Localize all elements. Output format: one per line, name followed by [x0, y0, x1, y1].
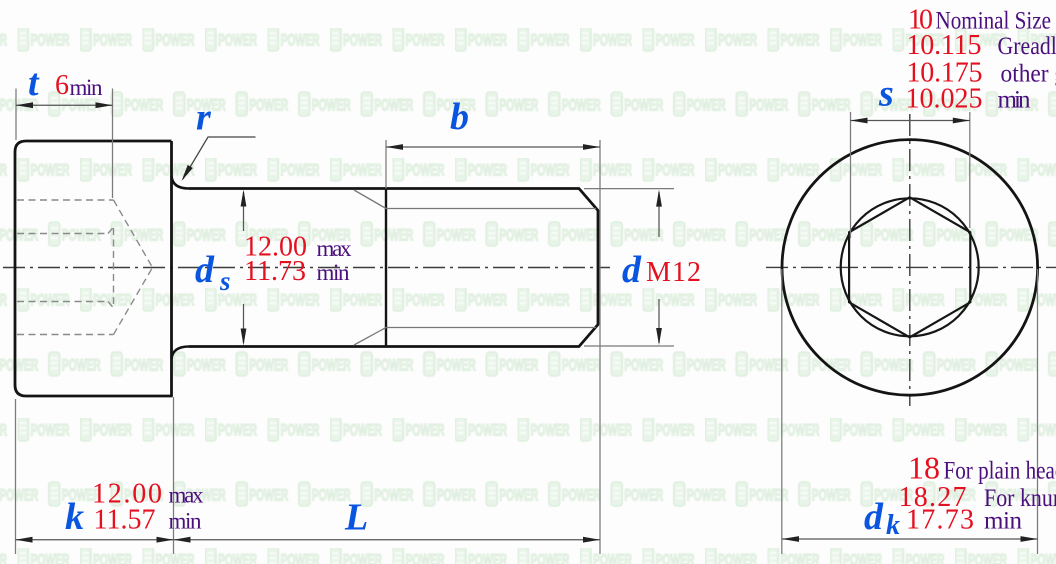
svg-text:k: k — [886, 510, 900, 541]
svg-text:10.115: 10.115 — [907, 30, 982, 61]
svg-text:18.27: 18.27 — [899, 482, 967, 513]
svg-text:12.00: 12.00 — [92, 479, 162, 510]
svg-text:b: b — [450, 96, 469, 138]
svg-text:min: min — [169, 509, 203, 534]
svg-text:r: r — [196, 97, 212, 139]
svg-text:10.025: 10.025 — [906, 84, 983, 115]
svg-text:min: min — [70, 75, 104, 100]
svg-text:s: s — [219, 266, 231, 296]
svg-text:min: min — [998, 87, 1032, 114]
svg-text:10.175: 10.175 — [907, 58, 983, 89]
svg-text:t: t — [28, 62, 40, 104]
svg-text:12.00: 12.00 — [244, 232, 307, 263]
svg-text:11.73: 11.73 — [244, 256, 306, 287]
svg-text:d: d — [864, 496, 884, 538]
svg-text:d: d — [622, 249, 642, 291]
svg-text:For knurled: For knurled — [984, 485, 1056, 512]
svg-text:Nominal Size: Nominal Size — [936, 8, 1052, 35]
svg-text:max: max — [169, 483, 205, 508]
svg-text:k: k — [65, 496, 84, 538]
svg-text:M12: M12 — [646, 257, 701, 288]
svg-text:d: d — [195, 249, 215, 291]
svg-text:min: min — [317, 260, 351, 285]
svg-text:L: L — [344, 497, 368, 539]
svg-text:min: min — [984, 508, 1023, 535]
svg-text:17.73: 17.73 — [906, 505, 974, 536]
svg-text:other grades: other grades — [1001, 61, 1056, 88]
svg-text:max: max — [317, 236, 353, 261]
svg-text:18: 18 — [908, 450, 940, 486]
svg-text:10: 10 — [908, 5, 933, 36]
svg-text:11.57: 11.57 — [94, 505, 156, 536]
svg-text:6: 6 — [55, 70, 69, 101]
svg-text:s: s — [878, 73, 894, 115]
svg-text:Greadless: Greadless — [998, 33, 1056, 60]
svg-text:For plain head: For plain head — [944, 458, 1056, 485]
